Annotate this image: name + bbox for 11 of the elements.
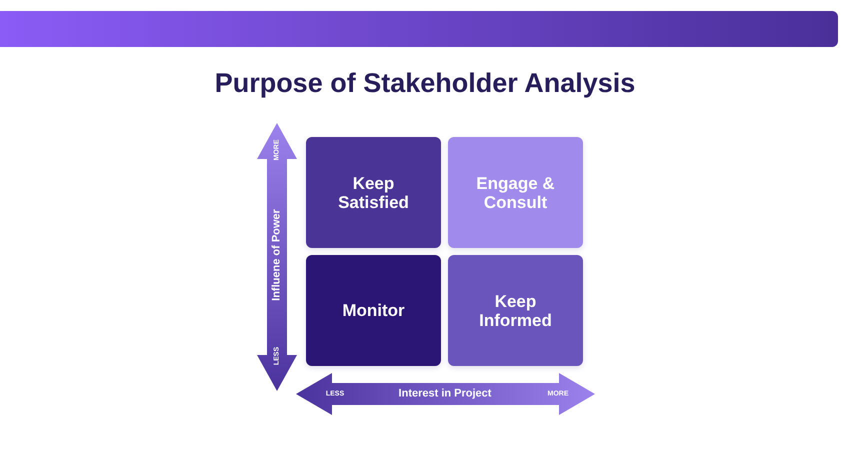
quadrant-label: Keep Informed [478,292,553,330]
axis-title: Influene of Power [270,209,284,301]
axis-title: Interest in Project [398,388,492,400]
quadrant-box [448,255,583,366]
quadrant-box [306,255,441,366]
diagram-title: Purpose of Stakeholder Analysis [214,68,636,98]
quadrant-label: Keep Satisfied [337,174,410,212]
quadrant-label: Engage & Consult [475,174,556,212]
quadrant-box [448,137,583,248]
quadrant-box [306,137,441,248]
quadrant-label: Monitor [342,301,405,320]
